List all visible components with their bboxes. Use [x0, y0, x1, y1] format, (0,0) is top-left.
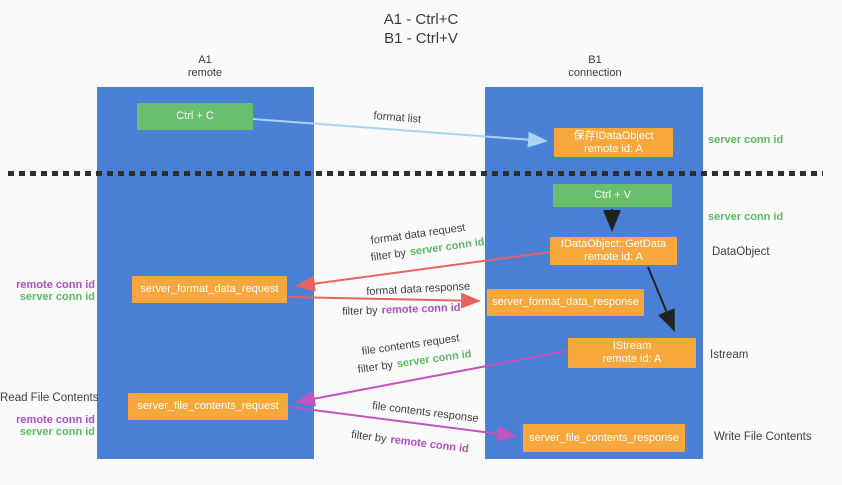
ctrl-v-label: Ctrl + V — [594, 189, 631, 201]
save-idataobject-box: 保存IDataObject remote id: A — [554, 128, 673, 157]
getdata-line2: remote id: A — [584, 251, 643, 263]
getdata-line1: IDataObject::GetData — [560, 238, 667, 250]
title-line-b1: B1 - Ctrl+V — [384, 30, 458, 47]
left-remote-conn-id-lower: remote conn id — [16, 414, 95, 426]
right-server-conn-id-middle: server conn id — [708, 211, 784, 223]
ctrl-v-box: Ctrl + V — [553, 184, 672, 207]
file-contents-response-caption: file contents response — [371, 400, 480, 425]
left-conn-ids-upper: remote conn id server conn id — [0, 279, 95, 303]
server-format-data-response-box: server_format_data_response — [487, 289, 644, 316]
save-idataobject-line1: 保存IDataObject — [573, 129, 654, 142]
diagram-title: A1 - Ctrl+C B1 - Ctrl+V — [0, 10, 842, 48]
server-file-contents-request-box: server_file_contents_request — [128, 393, 288, 420]
ctrl-c-label: Ctrl + C — [176, 110, 214, 122]
istream-line1: IStream — [612, 340, 652, 352]
ctrl-c-box: Ctrl + C — [137, 103, 253, 130]
left-column-role: remote — [187, 67, 223, 79]
dataobject-label: DataObject — [712, 246, 770, 258]
idataobject-getdata-box: IDataObject::GetData remote id: A — [550, 237, 677, 265]
save-idataobject-line2: remote id: A — [584, 142, 643, 155]
server-file-contents-response-label: server_file_contents_response — [529, 431, 679, 444]
server-format-data-request-box: server_format_data_request — [132, 276, 287, 303]
read-file-contents-label: Read File Contents — [0, 392, 99, 404]
filter-by-text: filter by — [342, 304, 378, 318]
right-column-role: connection — [568, 67, 622, 79]
remote-conn-id-text: remote conn id — [389, 433, 470, 456]
left-column-name: A1 — [198, 54, 212, 66]
left-conn-ids-lower: remote conn id server conn id — [0, 414, 95, 438]
right-server-conn-id-top: server conn id — [708, 134, 784, 146]
server-format-data-response-label: server_format_data_response — [492, 296, 639, 308]
istream-box: IStream remote id: A — [568, 338, 696, 368]
dotted-separator — [8, 171, 823, 176]
right-column-header: B1 connection — [535, 54, 655, 80]
right-column-name: B1 — [588, 54, 602, 66]
filter-by-text: filter by — [350, 429, 388, 446]
arrow-format-data-response — [288, 292, 481, 309]
format-data-response-caption: format data response — [366, 280, 471, 298]
istream-line2: remote id: A — [602, 353, 662, 365]
write-file-contents-label: Write File Contents — [714, 431, 812, 443]
server-format-data-request-label: server_format_data_request — [140, 283, 279, 295]
filter-by-text: filter by — [370, 247, 407, 264]
format-list-caption: format list — [373, 110, 422, 126]
title-line-a1: A1 - Ctrl+C — [383, 11, 459, 28]
left-remote-conn-id-upper: remote conn id — [16, 279, 95, 291]
left-server-conn-id-lower: server conn id — [19, 426, 95, 438]
filter-by-text: filter by — [357, 359, 394, 376]
remote-conn-id-text: remote conn id — [381, 301, 461, 317]
left-column-header: A1 remote — [145, 54, 265, 80]
istream-side-label: Istream — [710, 349, 749, 361]
left-server-conn-id-upper: server conn id — [19, 291, 95, 303]
server-file-contents-request-label: server_file_contents_request — [137, 400, 279, 412]
server-file-contents-response-box: server_file_contents_response — [523, 424, 685, 452]
